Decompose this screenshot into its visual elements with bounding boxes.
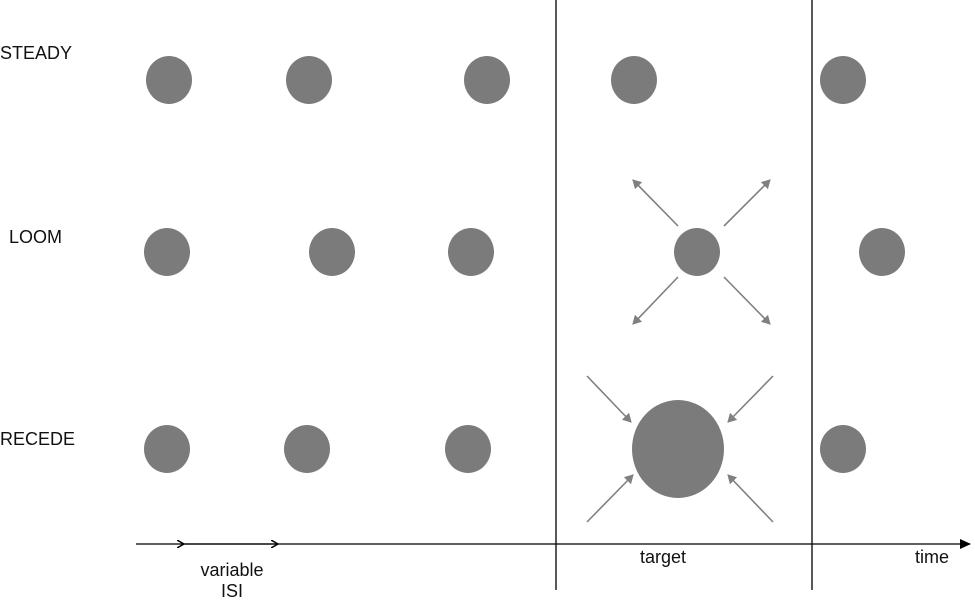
loom-expand-arrows [632, 179, 771, 325]
steady-dot [464, 56, 510, 104]
shrink-arrow-from-down-right [727, 474, 774, 523]
expand-arrow-up-right [723, 179, 771, 227]
steady-dot [286, 56, 332, 104]
recede-row [144, 400, 866, 498]
expand-arrow-up-left [632, 179, 679, 227]
loom-dot [448, 228, 494, 276]
recede-target-dot [632, 400, 724, 498]
shrink-arrow-from-down-left [586, 474, 634, 523]
shrink-arrow-from-up-left [586, 375, 632, 423]
recede-shrink-arrows [586, 375, 774, 523]
recede-dot [820, 425, 866, 473]
steady-target-dot [611, 56, 657, 104]
row-label-steady: STEADY [0, 43, 73, 63]
isi-label-line1: variable [200, 560, 264, 580]
recede-dot [144, 425, 190, 473]
isi-label-line2: ISI [220, 581, 243, 601]
loom-dot [144, 228, 190, 276]
loom-dot [859, 228, 905, 276]
loom-dot [309, 228, 355, 276]
loom-target-dot [674, 228, 720, 276]
loom-row [144, 228, 905, 276]
steady-row [146, 56, 866, 104]
expand-arrow-down-left [632, 276, 679, 325]
steady-dot [146, 56, 192, 104]
steady-dot [820, 56, 866, 104]
isi-label: variable ISI [192, 560, 272, 602]
target-label: target [640, 547, 687, 567]
recede-dot [445, 425, 491, 473]
shrink-arrow-from-up-right [727, 375, 774, 423]
row-label-loom: LOOM [9, 227, 63, 247]
expand-arrow-down-right [723, 276, 771, 325]
time-label: time [915, 547, 950, 567]
row-label-recede: RECEDE [0, 429, 76, 449]
recede-dot [284, 425, 330, 473]
